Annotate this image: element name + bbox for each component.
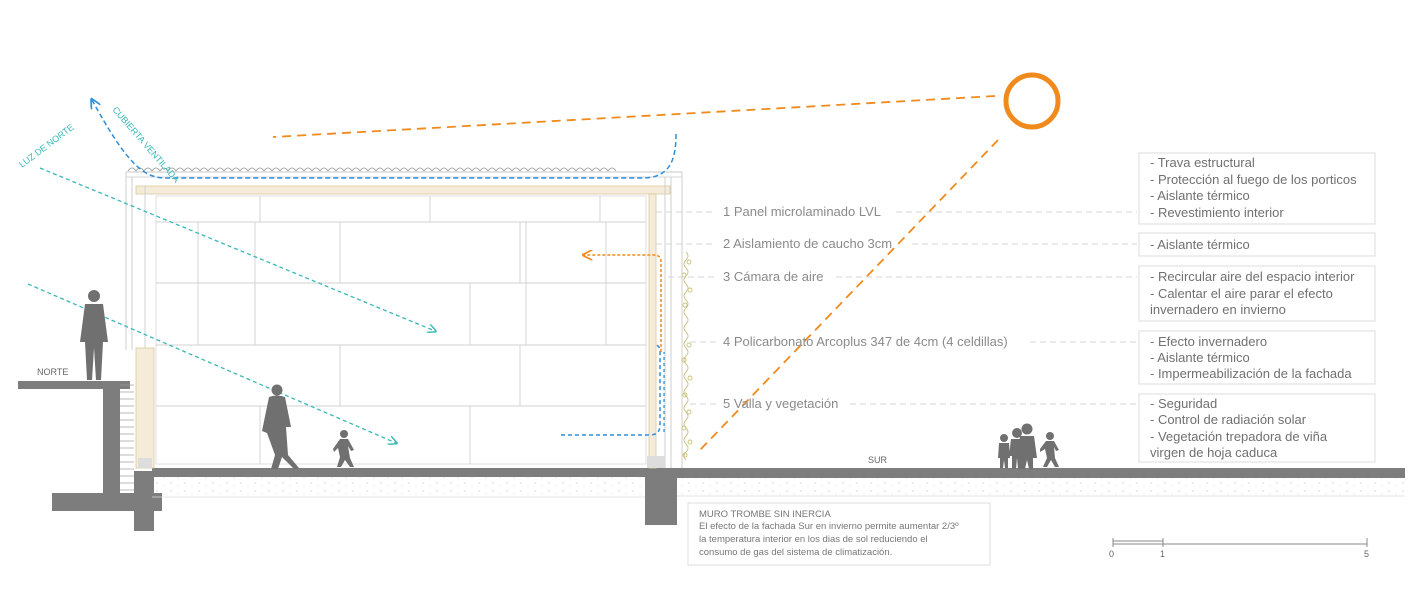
north-foundation [134,471,154,531]
south-subbase [677,478,1405,496]
interior-panels [155,195,647,465]
svg-text:- Revestimiento interior: - Revestimiento interior [1150,205,1284,220]
north-retaining-wall [103,389,120,493]
callout-detail-box-2: - Aislante térmico [1138,232,1376,257]
svg-text:- Vegetación trepadora de viña: - Vegetación trepadora de viña [1150,429,1328,444]
callout-detail-box-4: - Efecto invernadero - Aislante térmico … [1138,330,1376,385]
callout-label-3: 3 Cámara de aire [723,269,823,284]
north-light-ray-lower [27,283,396,443]
child-silhouette-icon [333,430,354,467]
child-silhouette-icon [1040,432,1059,467]
callout-leaders [656,211,1137,405]
building-structure [125,167,683,469]
svg-text:El efecto de la fachada Sur en: El efecto de la fachada Sur en invierno … [699,521,959,532]
floor-subbase [152,477,649,497]
roof-beam [135,185,671,195]
ground [18,381,1405,531]
north-terrace-slab [18,381,130,389]
child-silhouette-icon [998,434,1010,468]
svg-text:- Seguridad: - Seguridad [1150,396,1217,411]
floor-slab [152,468,649,477]
callout-labels: 1 Panel microlaminado LVL 2 Aislamiento … [723,204,1008,411]
svg-text:- Recircular aire del espacio: - Recircular aire del espacio interior [1150,269,1355,284]
sun-ray-low [699,139,999,451]
callout-label-4: 4 Policarbonato Arcoplus 347 de 4cm (4 c… [723,334,1008,349]
cold-air-inlet-flow [561,344,661,436]
callout-detail-box-1: - Trava estructural - Protección al fueg… [1138,152,1376,225]
roof-deck [125,171,683,178]
scale-bar [1112,538,1368,547]
north-light-ray-upper [39,167,435,331]
svg-text:consumo de gas del sistema de: consumo de gas del sistema de climatizac… [699,547,892,558]
svg-text:la temperatura interior en los: la temperatura interior en los dias de s… [699,534,928,545]
callout-label-5: 5 Valla y vegetación [723,396,838,411]
svg-text:- Calentar el aire parar el ef: - Calentar el aire parar el efecto [1150,286,1333,301]
warm-air-outlet-flow [584,255,662,352]
callout-label-2: 2 Aislamiento de caucho 3cm [723,236,892,251]
south-wall-lvl [648,193,657,469]
svg-text:- Impermeabilización de la fac: - Impermeabilización de la fachada [1150,366,1352,381]
south-foundation [645,468,677,525]
sun-ray-winter-high [272,95,996,138]
svg-text:virgen de hoja caduca: virgen de hoja caduca [1150,445,1278,460]
ventilated-roof-airflow [92,100,677,179]
corrugated-roof [127,167,617,172]
svg-text:- Efecto invernadero: - Efecto invernadero [1150,334,1267,349]
north-label: NORTE [37,367,68,377]
north-stair [120,384,134,491]
trombe-wall-note: MURO TROMBE SIN INERCIA El efecto de la … [687,502,991,566]
north-light-label: LUZ DE NORTE [17,122,76,170]
vine-vegetation-icon [681,251,693,461]
svg-text:- Protección al fuego de los p: - Protección al fuego de los porticos [1150,172,1357,187]
south-label: SUR [868,455,888,465]
svg-text:- Aislante térmico: - Aislante térmico [1150,188,1250,203]
svg-text:- Aislante térmico: - Aislante térmico [1150,350,1250,365]
note-title: MURO TROMBE SIN INERCIA [699,509,831,520]
svg-text:- Aislante térmico: - Aislante térmico [1150,237,1250,252]
scale-tick-0: 0 [1109,549,1114,559]
scale-tick-5: 5 [1364,549,1369,559]
callout-label-1: 1 Panel microlaminado LVL [723,204,881,219]
person-silhouette-icon [262,384,299,469]
person-silhouette-icon [1017,423,1037,469]
south-ground-slab [677,468,1405,478]
north-wall-lvl [135,347,155,469]
person-silhouette-icon [80,290,108,380]
callout-detail-box-3: - Recircular aire del espacio interior -… [1138,265,1376,322]
svg-text:invernadero en invierno: invernadero en invierno [1150,302,1286,317]
scale-tick-1: 1 [1160,549,1165,559]
svg-text:- Control de radiación solar: - Control de radiación solar [1150,412,1307,427]
svg-text:- Trava estructural: - Trava estructural [1150,155,1255,170]
sun-icon [1003,72,1061,130]
callout-detail-box-5: - Seguridad - Control de radiación solar… [1138,393,1376,463]
